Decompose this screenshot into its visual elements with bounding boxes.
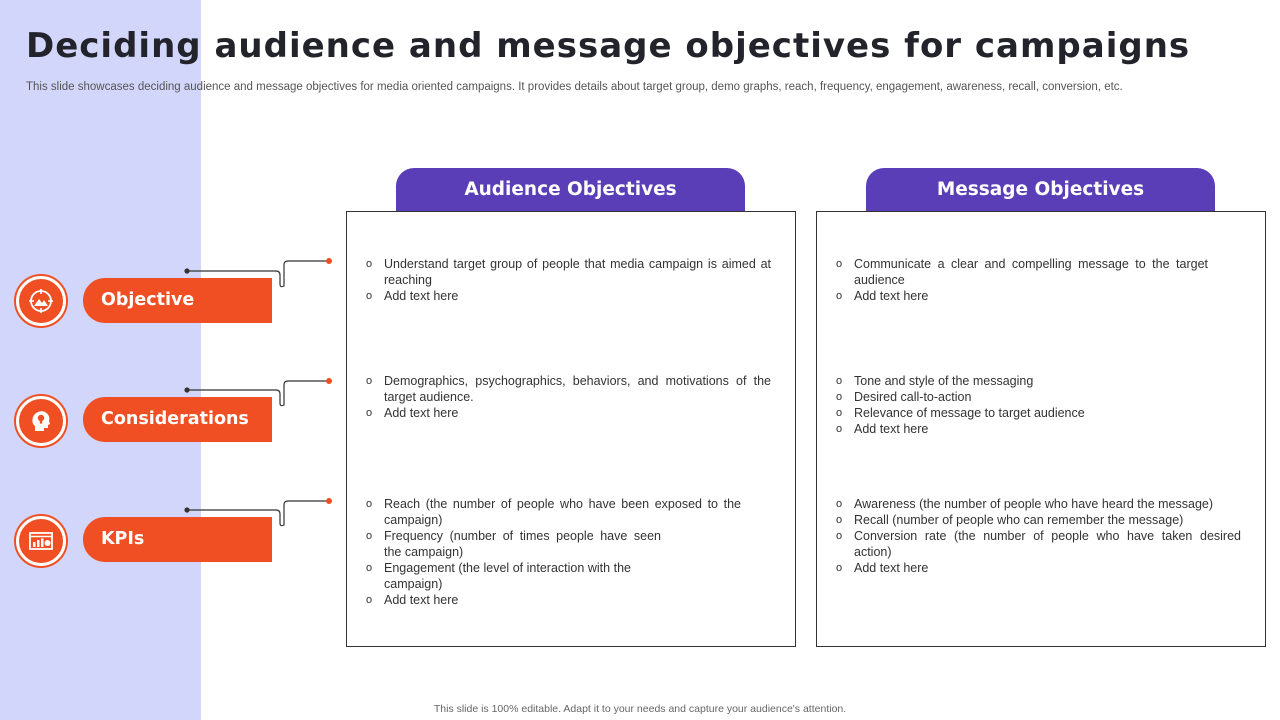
list-item: Desired call-to-action — [836, 389, 1241, 405]
kpis-connector — [184, 498, 332, 527]
list-item: Frequency (number of times people have s… — [366, 528, 771, 560]
list-item: Add text here — [836, 421, 1241, 437]
kpis-icon-circle — [16, 516, 66, 566]
audience-kpis-cell: Reach (the number of people who have bee… — [366, 496, 771, 608]
list-item: Reach (the number of people who have bee… — [366, 496, 771, 528]
list-item: Communicate a clear and compelling messa… — [836, 256, 1208, 288]
list-item: Demographics, psychographics, behaviors,… — [366, 373, 771, 405]
kpis-label: KPIs — [83, 517, 272, 562]
footer-note: This slide is 100% editable. Adapt it to… — [433, 703, 847, 715]
list-item: Add text here — [836, 560, 1241, 576]
message-kpis-cell: Awareness (the number of people who have… — [836, 496, 1241, 576]
list-item: Add text here — [366, 405, 771, 421]
audience-objectives-header: Audience Objectives — [396, 168, 745, 212]
considerations-label: Considerations — [83, 397, 272, 442]
list-item: Relevance of message to target audience — [836, 405, 1241, 421]
message-objective-cell: Communicate a clear and compelling messa… — [836, 256, 1208, 304]
objective-connector — [184, 258, 332, 288]
list-item: Add text here — [366, 288, 771, 304]
analytics-screen-icon — [29, 532, 53, 550]
audience-objective-cell: Understand target group of people that m… — [366, 256, 771, 304]
list-item: Recall (number of people who can remembe… — [836, 512, 1241, 528]
objective-label: Objective — [83, 278, 272, 323]
audience-considerations-cell: Demographics, psychographics, behaviors,… — [366, 373, 771, 421]
page-subtitle: This slide showcases deciding audience a… — [26, 81, 1123, 93]
list-item: Awareness (the number of people who have… — [836, 496, 1241, 512]
page-title: Deciding audience and message objectives… — [26, 26, 1191, 66]
message-objectives-header: Message Objectives — [866, 168, 1215, 212]
message-considerations-cell: Tone and style of the messaging Desired … — [836, 373, 1241, 437]
head-lightbulb-icon — [32, 411, 50, 431]
target-mountain-icon — [29, 289, 53, 313]
list-item: Understand target group of people that m… — [366, 256, 771, 288]
side-band — [0, 0, 201, 720]
list-item: Add text here — [836, 288, 1208, 304]
list-item: Add text here — [366, 592, 771, 608]
list-item: Conversion rate (the number of people wh… — [836, 528, 1241, 560]
considerations-icon-circle — [16, 396, 66, 446]
list-item: Engagement (the level of interaction wit… — [366, 560, 771, 592]
objective-icon-circle — [16, 276, 66, 326]
considerations-connector — [184, 378, 332, 407]
list-item: Tone and style of the messaging — [836, 373, 1241, 389]
